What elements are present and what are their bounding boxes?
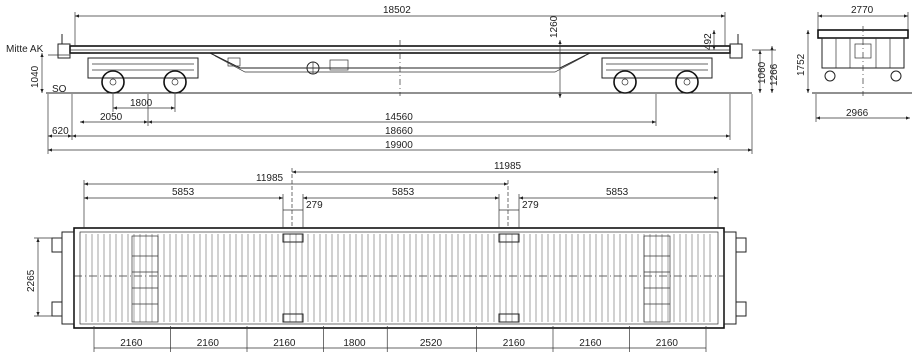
wheel-icon bbox=[613, 70, 637, 94]
dim-620: 620 bbox=[52, 126, 69, 137]
bogie-right bbox=[601, 57, 713, 94]
dim-19900: 19900 bbox=[385, 140, 413, 151]
dim-1260: 1260 bbox=[549, 15, 560, 38]
end-beam-left bbox=[61, 231, 75, 325]
wheel-icon bbox=[163, 70, 187, 94]
dim-492: 492 bbox=[703, 33, 714, 50]
label-mitte-ak: Mitte AK bbox=[6, 44, 44, 55]
dim-bottom-6: 2160 bbox=[579, 338, 602, 349]
dim-2265: 2265 bbox=[26, 269, 37, 292]
side-box-left bbox=[227, 57, 241, 67]
buffer-right bbox=[729, 43, 743, 59]
dim-bottom-4: 2520 bbox=[420, 338, 443, 349]
dim-1752: 1752 bbox=[796, 53, 807, 76]
end-view: 2770 1752 2966 bbox=[796, 5, 912, 122]
top-view: 11985 11985 5853 5853 5853 279 279 2265 … bbox=[26, 161, 747, 352]
wheel-icon bbox=[101, 70, 125, 94]
pocket bbox=[498, 313, 520, 323]
label-so: SO bbox=[52, 84, 67, 95]
dim-11985-left: 11985 bbox=[256, 173, 284, 184]
dim-18660: 18660 bbox=[385, 126, 413, 137]
bogie-left bbox=[87, 57, 199, 94]
side-view: Mitte AK SO 18502 1260 492 1040 1060 126… bbox=[6, 5, 780, 154]
dim-5853-a: 5853 bbox=[172, 187, 195, 198]
dim-1060: 1060 bbox=[757, 61, 768, 84]
top-frame bbox=[73, 227, 725, 329]
dim-5853-b: 5853 bbox=[392, 187, 415, 198]
dim-bottom-7: 2160 bbox=[656, 338, 679, 349]
dim-bottom-2: 2160 bbox=[273, 338, 296, 349]
dim-1800-side: 1800 bbox=[130, 98, 153, 109]
deck-slats bbox=[85, 234, 711, 322]
dim-279-a: 279 bbox=[306, 200, 323, 211]
buffer-left bbox=[57, 43, 71, 59]
bottom-dimension-chain: 2160 2160 2160 1800 2520 2160 2160 2160 bbox=[93, 326, 707, 352]
dim-bottom-3: 1800 bbox=[343, 338, 366, 349]
pocket bbox=[282, 313, 304, 323]
dim-14560: 14560 bbox=[385, 112, 413, 123]
dim-5853-c: 5853 bbox=[606, 187, 629, 198]
side-box bbox=[329, 59, 349, 71]
dim-bottom-1: 2160 bbox=[197, 338, 220, 349]
dim-2050: 2050 bbox=[100, 112, 123, 123]
pocket bbox=[498, 233, 520, 243]
dim-bottom-5: 2160 bbox=[503, 338, 526, 349]
wheel-icon bbox=[675, 70, 699, 94]
dim-18502: 18502 bbox=[383, 5, 411, 16]
wheel-icon bbox=[890, 70, 902, 82]
dim-2966: 2966 bbox=[846, 108, 869, 119]
pocket bbox=[282, 233, 304, 243]
dim-1266: 1266 bbox=[769, 63, 780, 86]
dim-2770: 2770 bbox=[851, 5, 874, 16]
dim-279-b: 279 bbox=[522, 200, 539, 211]
dim-bottom-0: 2160 bbox=[120, 338, 143, 349]
wheel-icon bbox=[824, 70, 836, 82]
dim-11985-right: 11985 bbox=[494, 161, 522, 172]
dim-1040: 1040 bbox=[30, 65, 41, 88]
end-beam-right bbox=[723, 231, 737, 325]
